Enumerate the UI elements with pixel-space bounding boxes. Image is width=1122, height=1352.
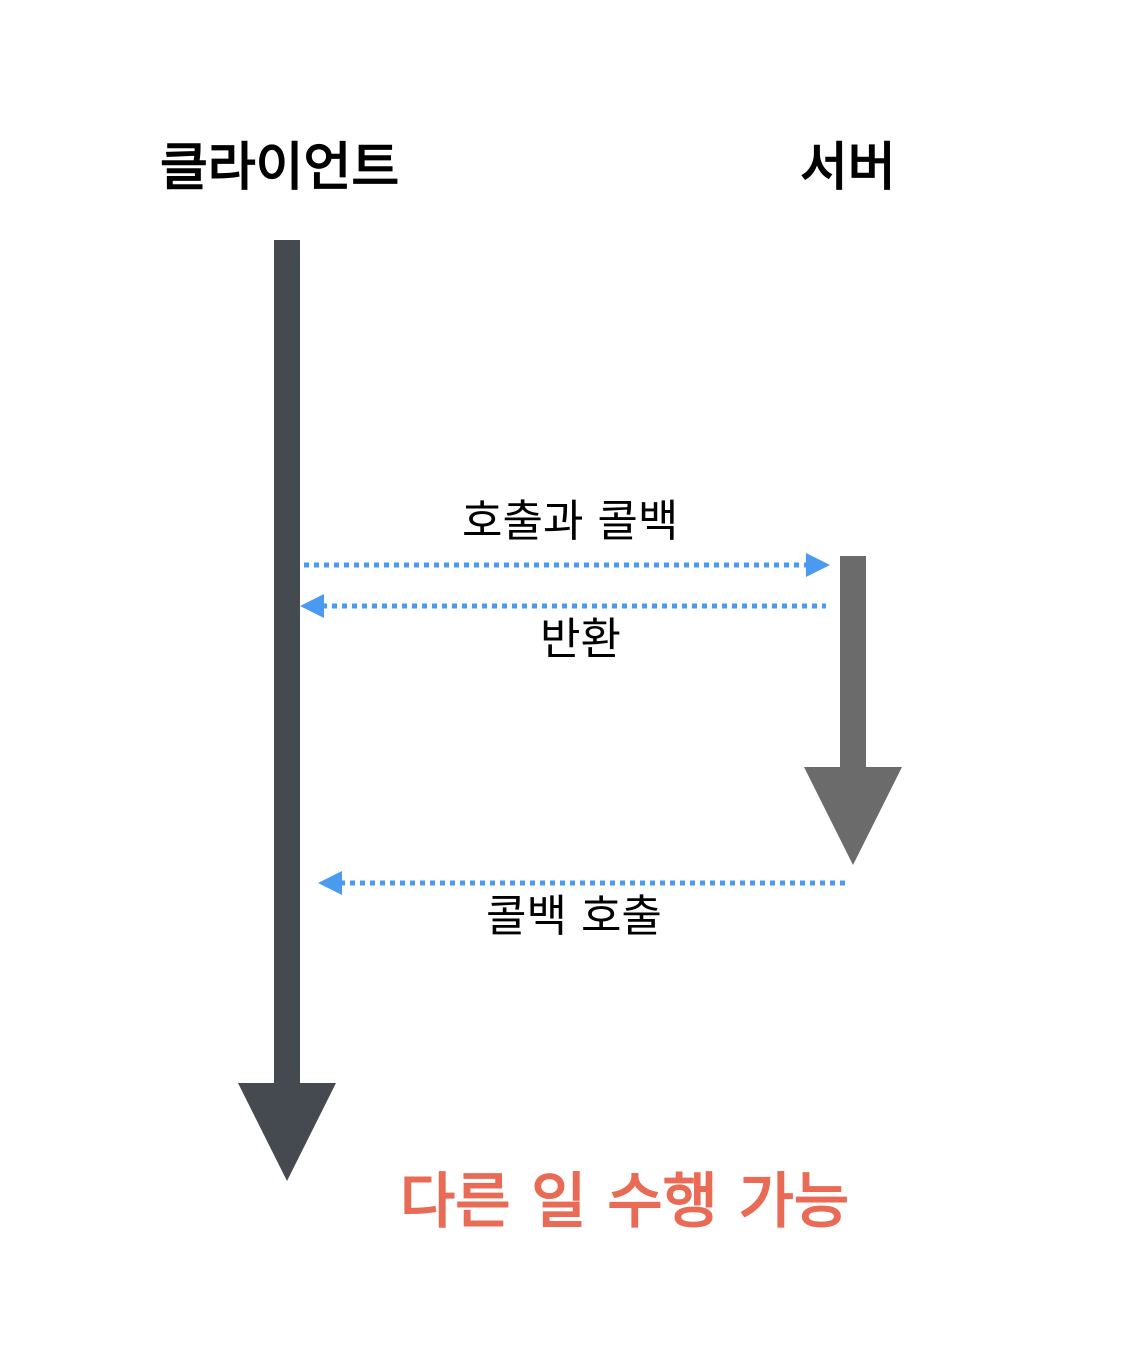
call-message-label: 호출과 콜백: [462, 496, 679, 547]
server-lifeline-arrow: [804, 556, 902, 865]
callback-message-label: 콜백 호출: [486, 891, 662, 942]
client-lifeline-label: 클라이언트: [160, 138, 400, 198]
server-lifeline-label: 서버: [800, 138, 896, 198]
callback-message-arrowhead: [318, 871, 342, 895]
server-lifeline-shaft: [840, 556, 866, 772]
return-message-arrowhead: [300, 594, 324, 618]
server-lifeline-arrowhead: [804, 767, 902, 865]
other-work-note: 다른 일 수행 가능: [400, 1167, 850, 1237]
client-lifeline-arrowhead: [238, 1083, 336, 1181]
return-message-label: 반환: [540, 614, 621, 665]
client-lifeline-shaft: [274, 240, 300, 1088]
call-message-arrow: [304, 553, 830, 577]
return-message-arrow: [300, 594, 826, 618]
client-lifeline-arrow: [238, 240, 336, 1181]
call-message-arrowhead: [806, 553, 830, 577]
callback-message-arrow: [318, 871, 846, 895]
